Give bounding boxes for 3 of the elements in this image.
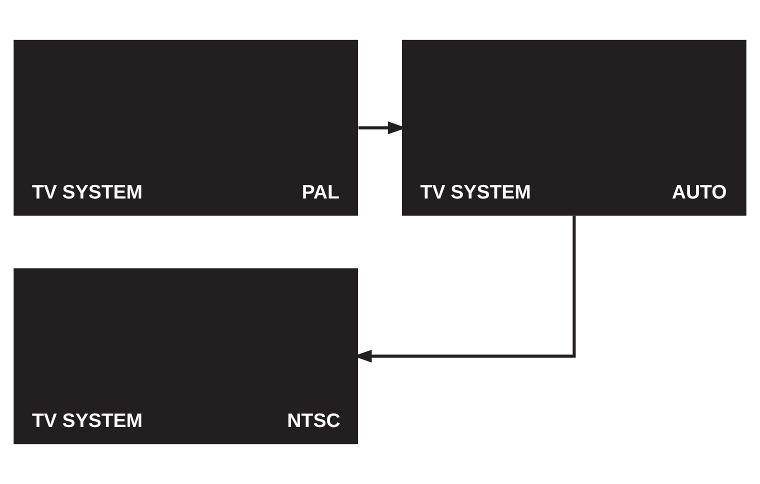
node-box: TV SYSTEM AUTO — [402, 40, 746, 216]
node-box: TV SYSTEM NTSC — [14, 268, 358, 444]
node-box: TV SYSTEM PAL — [14, 40, 358, 216]
